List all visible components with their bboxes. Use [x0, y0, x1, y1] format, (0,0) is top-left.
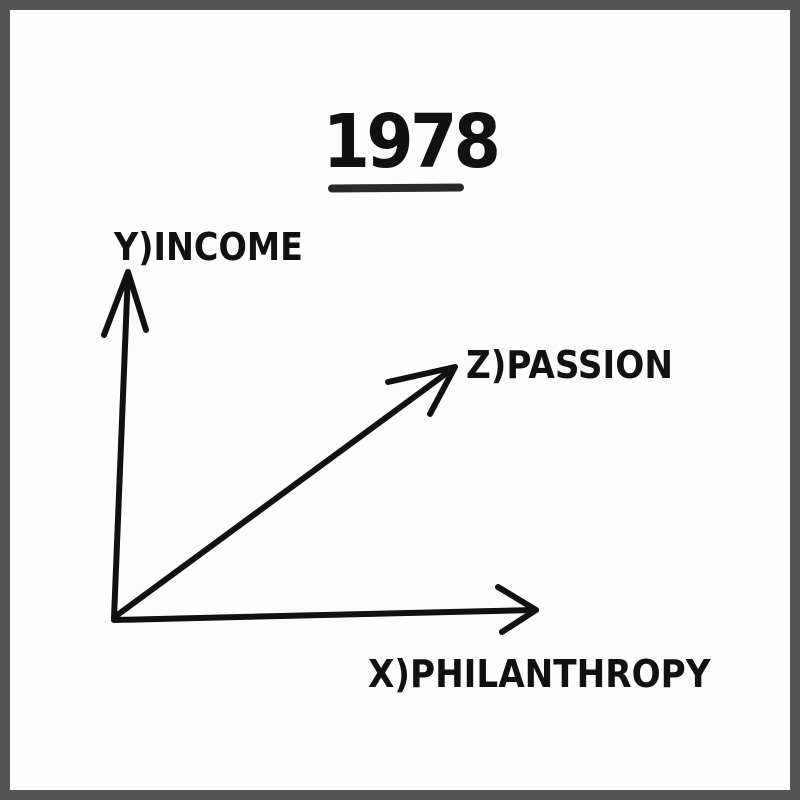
axes-diagram — [101, 269, 539, 635]
y-axis-arrowhead — [101, 269, 149, 338]
y-axis-line — [111, 269, 131, 621]
diagram-title: 1978 — [322, 99, 501, 185]
z-axis-line — [113, 364, 458, 619]
x-axis-arrowhead — [495, 584, 539, 635]
x-axis-label: X)PHILANTHROPY — [368, 652, 711, 696]
y-axis-label: Y)INCOME — [114, 225, 304, 269]
x-axis-line — [111, 607, 539, 623]
z-axis-label: Z)PASSION — [466, 343, 673, 387]
z-axis-arrowhead — [385, 364, 458, 417]
